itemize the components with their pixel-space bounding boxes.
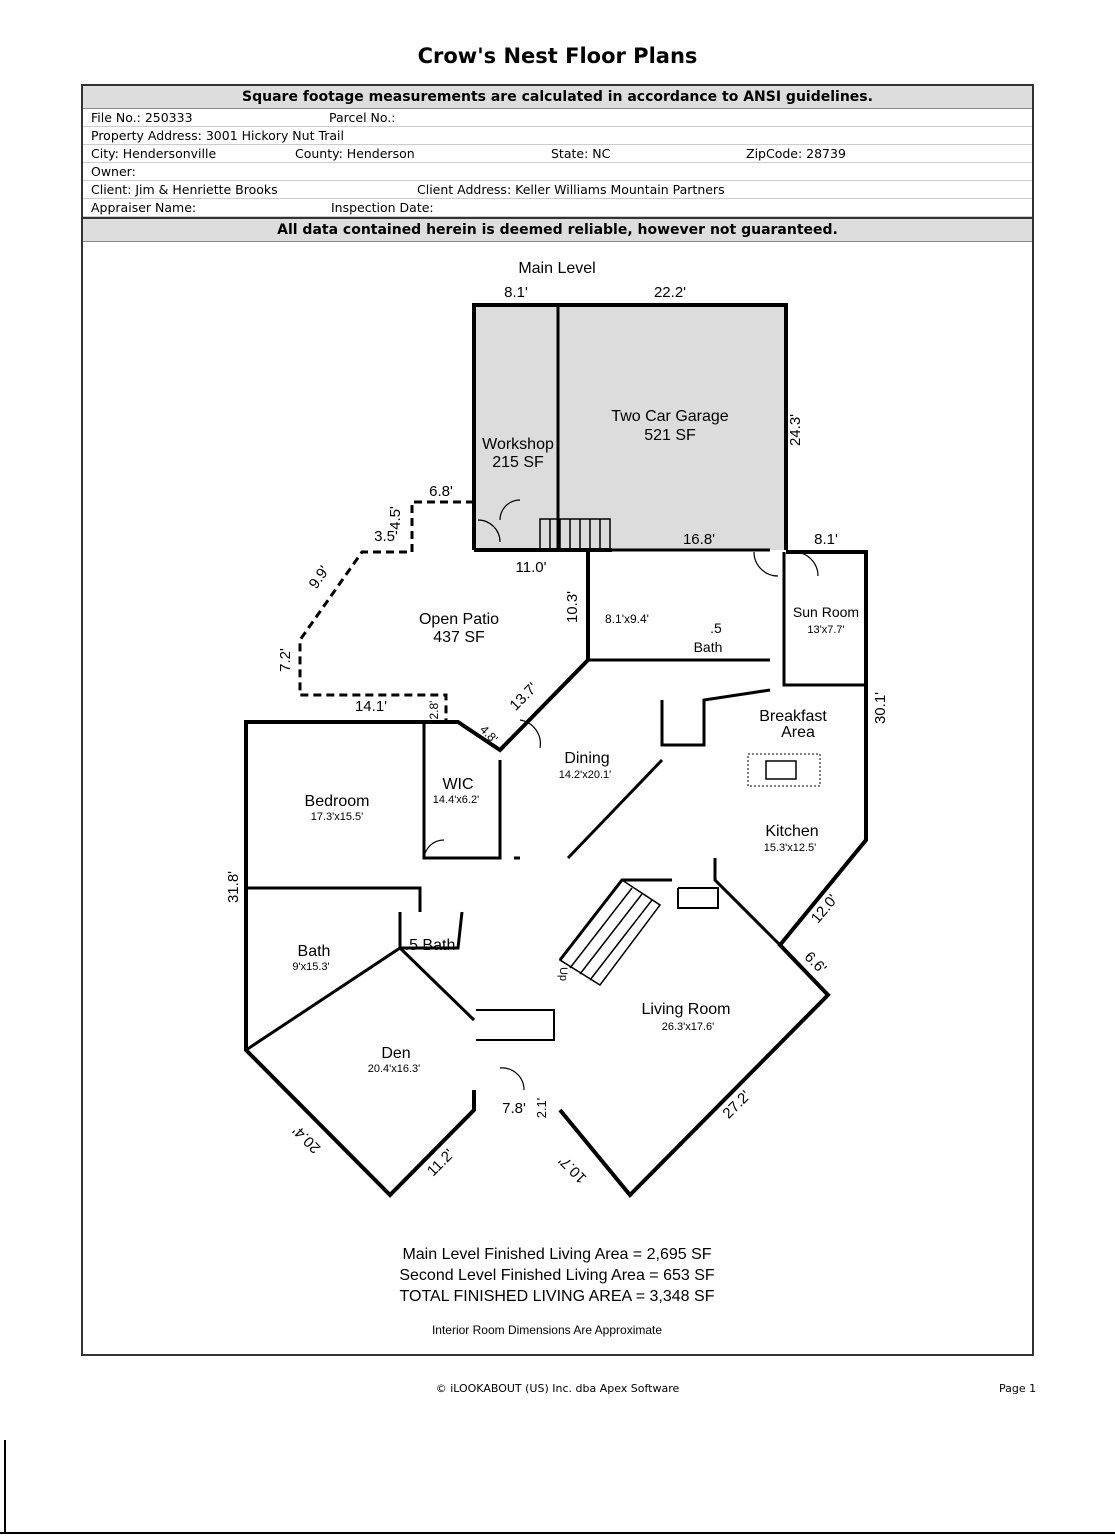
dim-label: 13.7' bbox=[506, 679, 541, 714]
half-bath-top-name: Bath bbox=[694, 639, 723, 655]
row-appraiser: Appraiser Name: Inspection Date: bbox=[83, 199, 1032, 217]
main-level-area: Main Level Finished Living Area = 2,695 … bbox=[402, 1246, 711, 1263]
sun-room-name: Sun Room bbox=[793, 604, 859, 620]
dining-name: Dining bbox=[564, 750, 609, 767]
garage-shading bbox=[476, 307, 784, 550]
dim-label: 11.0' bbox=[516, 559, 547, 576]
dim-label: 7.2' bbox=[277, 648, 294, 672]
stairs bbox=[539, 518, 662, 987]
dim-label: 2.8' bbox=[427, 701, 441, 720]
breakfast-name2: Area bbox=[781, 724, 815, 741]
second-level-area: Second Level Finished Living Area = 653 … bbox=[399, 1267, 715, 1284]
den-name: Den bbox=[381, 1045, 410, 1062]
appraiser: Appraiser Name: bbox=[91, 200, 197, 215]
dim-label: 10.7' bbox=[555, 1152, 590, 1187]
dining-size: 14.2'x20.1' bbox=[559, 769, 612, 781]
dim-label: 8.1' bbox=[814, 531, 838, 548]
dim-label: 31.8' bbox=[225, 871, 242, 903]
dim-label: 9.9' bbox=[306, 563, 334, 592]
laundry-size: 8.1'x9.4' bbox=[605, 612, 649, 626]
wic-name: WIC bbox=[442, 776, 473, 793]
dimensions-note: Interior Room Dimensions Are Approximate bbox=[432, 1323, 662, 1337]
stairs-up-label: Up bbox=[557, 967, 569, 981]
dim-label: 12.0' bbox=[808, 891, 842, 927]
dim-label: 6.8' bbox=[429, 483, 453, 500]
dim-label: 16.8' bbox=[683, 531, 715, 548]
dim-label: 4.5' bbox=[387, 506, 404, 530]
cooktop-icon bbox=[765, 760, 797, 780]
dim-label: 8.1' bbox=[504, 284, 528, 301]
state: State: NC bbox=[551, 146, 611, 161]
row-owner: Owner: bbox=[83, 163, 1032, 181]
copyright: © iLOOKABOUT (US) Inc. dba Apex Software bbox=[435, 1382, 680, 1395]
page-number: Page 1 bbox=[999, 1382, 1037, 1395]
patio-name: Open Patio bbox=[419, 611, 499, 628]
kitchen-size: 15.3'x12.5' bbox=[764, 842, 817, 854]
kitchen-island bbox=[747, 753, 821, 787]
patio-outline bbox=[298, 500, 474, 722]
ansi-notice: Square footage measurements are calculat… bbox=[83, 86, 1032, 109]
disclaimer: All data contained herein is deemed reli… bbox=[83, 217, 1032, 242]
inspection-date: Inspection Date: bbox=[331, 200, 434, 215]
sun-room-size: 13'x7.7' bbox=[807, 624, 844, 636]
dim-label: 14.1' bbox=[355, 698, 387, 715]
parcel-no: Parcel No.: bbox=[329, 110, 396, 125]
walls bbox=[244, 303, 868, 1198]
level-title: Main Level bbox=[518, 260, 595, 277]
half-bath-name: .5 Bath bbox=[405, 937, 456, 954]
bedroom-name: Bedroom bbox=[305, 793, 370, 810]
dim-label: 22.2' bbox=[654, 284, 686, 301]
kitchen-name: Kitchen bbox=[765, 823, 818, 840]
info-table: Square footage measurements are calculat… bbox=[81, 84, 1034, 1356]
dim-label: 10.3' bbox=[564, 591, 581, 623]
row-address: Property Address: 3001 Hickory Nut Trail bbox=[83, 127, 1032, 145]
total-area: TOTAL FINISHED LIVING AREA = 3,348 SF bbox=[400, 1288, 715, 1305]
breakfast-name1: Breakfast bbox=[759, 708, 827, 725]
workshop-area: 215 SF bbox=[492, 454, 544, 471]
bath-name: Bath bbox=[298, 943, 331, 960]
wic-size: 14.4'x6.2' bbox=[433, 794, 479, 806]
dim-label: 3.5' bbox=[374, 528, 398, 545]
county: County: Henderson bbox=[295, 146, 415, 161]
dim-label: 11.2' bbox=[424, 1146, 458, 1180]
scan-edge bbox=[4, 1440, 6, 1532]
client: Client: Jim & Henriette Brooks bbox=[91, 182, 278, 197]
den-size: 20.4'x16.3' bbox=[368, 1063, 421, 1075]
zip: ZipCode: 28739 bbox=[746, 146, 846, 161]
dim-label: 20.4' bbox=[289, 1122, 324, 1157]
bath-size: 9'x15.3' bbox=[292, 961, 329, 973]
dim-label: 4.8' bbox=[477, 723, 500, 746]
living-size: 26.3'x17.6' bbox=[662, 1021, 715, 1033]
scan-edge-bottom bbox=[0, 1532, 1115, 1534]
dim-label: 2.1' bbox=[534, 1098, 549, 1119]
property-address: Property Address: 3001 Hickory Nut Trail bbox=[91, 128, 345, 143]
bedroom-size: 17.3'x15.5' bbox=[311, 811, 364, 823]
row-file: File No.: 250333 Parcel No.: bbox=[83, 109, 1032, 127]
garage-name: Two Car Garage bbox=[611, 408, 728, 425]
file-no: File No.: 250333 bbox=[91, 110, 193, 125]
client-address: Client Address: Keller Williams Mountain… bbox=[417, 182, 725, 197]
row-city: City: Hendersonville County: Henderson Sta… bbox=[83, 145, 1032, 163]
owner: Owner: bbox=[91, 164, 136, 179]
half-bath-top-num: .5 bbox=[710, 620, 722, 636]
dim-label: 24.3' bbox=[787, 414, 804, 446]
patio-area: 437 SF bbox=[433, 629, 485, 646]
workshop-name: Workshop bbox=[482, 436, 554, 453]
doors bbox=[423, 499, 819, 1091]
dim-label: 7.8' bbox=[502, 1100, 526, 1117]
row-client: Client: Jim & Henriette Brooks Client Add… bbox=[83, 181, 1032, 199]
dim-label: 30.1' bbox=[872, 692, 889, 724]
city: City: Hendersonville bbox=[91, 146, 217, 161]
living-name: Living Room bbox=[642, 1001, 731, 1018]
garage-area: 521 SF bbox=[644, 427, 696, 444]
document-title: Crow's Nest Floor Plans bbox=[417, 44, 698, 68]
dim-label: 27.2' bbox=[719, 1087, 754, 1122]
